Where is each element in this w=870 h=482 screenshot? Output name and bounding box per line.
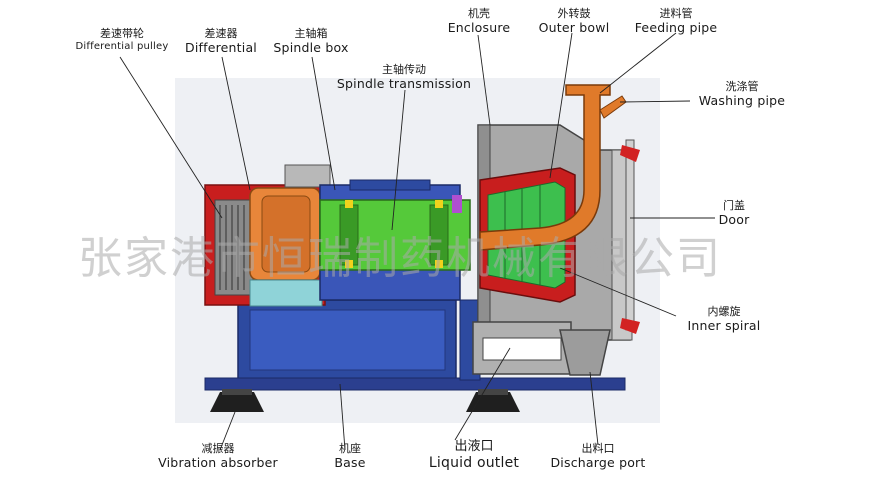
label-discharge-port: 出料口 Discharge port (542, 442, 654, 470)
label-liquid-outlet-zh: 出液口 (454, 439, 494, 454)
label-liquid-outlet: 出液口 Liquid outlet (418, 439, 530, 471)
label-spindle-box: 主轴箱 Spindle box (268, 27, 354, 55)
machine-base (204, 299, 626, 391)
label-inner-spiral-en: Inner spiral (687, 317, 761, 333)
label-spindle-box-en: Spindle box (273, 39, 349, 55)
label-door: 门盖 Door (706, 199, 762, 227)
vibration-absorber-right (466, 389, 520, 412)
label-outer-bowl-en: Outer bowl (538, 19, 610, 35)
label-spindle-box-zh: 主轴箱 (294, 27, 328, 40)
label-base-en: Base (334, 454, 366, 470)
label-differential-pulley-en: Differential pulley (75, 40, 169, 52)
leader-lines (119, 32, 715, 451)
label-outer-bowl: 外转鼓 Outer bowl (532, 7, 616, 35)
label-vibration-absorber: 减振器 Vibration absorber (150, 442, 286, 470)
label-enclosure-zh: 机壳 (468, 7, 490, 20)
label-spindle-transmission-en: Spindle transmission (336, 75, 472, 91)
label-enclosure: 机壳 Enclosure (440, 7, 518, 35)
label-liquid-outlet-en: Liquid outlet (428, 454, 520, 471)
label-base-zh: 机座 (339, 442, 361, 455)
label-differential-en: Differential (185, 39, 257, 55)
door (620, 139, 640, 334)
label-door-zh: 门盖 (723, 199, 745, 212)
label-base: 机座 Base (320, 442, 380, 470)
label-differential-zh: 差速器 (204, 27, 238, 40)
label-feeding-pipe-zh: 进料管 (659, 7, 693, 20)
discharge-port (559, 329, 611, 376)
label-outer-bowl-zh: 外转鼓 (557, 7, 591, 20)
label-washing-pipe-zh: 洗涤管 (725, 80, 759, 93)
label-differential-pulley: 差速带轮 Differential pulley (72, 27, 172, 52)
label-vibration-absorber-zh: 减振器 (201, 442, 235, 455)
label-feeding-pipe-en: Feeding pipe (634, 19, 718, 35)
watermark: 张家港市恒瑞制药机械有限公司 (78, 233, 722, 284)
label-discharge-port-en: Discharge port (550, 454, 646, 470)
label-differential: 差速器 Differential (180, 27, 262, 55)
vibration-absorber-left (210, 389, 264, 412)
label-inner-spiral: 内螺旋 Inner spiral (678, 305, 770, 333)
label-inner-spiral-zh: 内螺旋 (707, 305, 741, 318)
label-feeding-pipe: 进料管 Feeding pipe (624, 7, 728, 35)
label-vibration-absorber-en: Vibration absorber (158, 454, 278, 470)
label-discharge-port-zh: 出料口 (581, 442, 615, 455)
label-enclosure-en: Enclosure (447, 19, 511, 35)
label-washing-pipe-en: Washing pipe (698, 92, 786, 108)
label-spindle-transmission-zh: 主轴传动 (382, 63, 426, 76)
differential (249, 187, 323, 307)
label-differential-pulley-zh: 差速带轮 (100, 27, 144, 40)
label-spindle-transmission: 主轴传动 Spindle transmission (330, 63, 478, 91)
label-door-en: Door (718, 211, 750, 227)
liquid-outlet (472, 321, 572, 375)
feeding-pipe (479, 84, 611, 251)
label-washing-pipe: 洗涤管 Washing pipe (690, 80, 794, 108)
spindle-transmission (319, 195, 471, 271)
